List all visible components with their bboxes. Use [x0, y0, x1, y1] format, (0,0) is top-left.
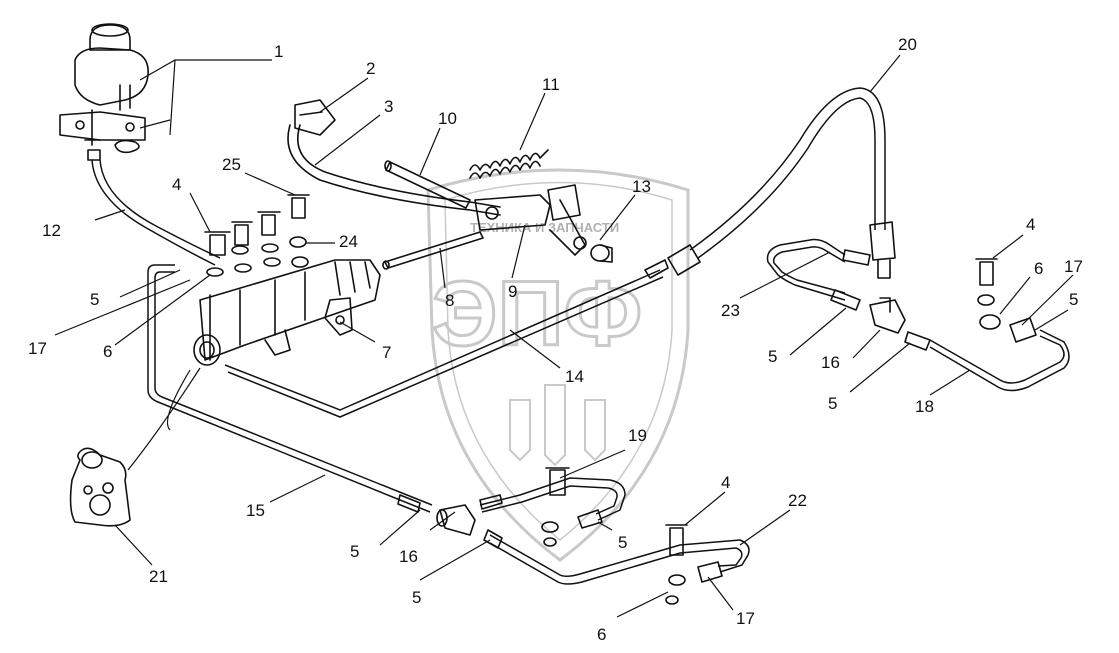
callout-6-left: 6 [103, 342, 112, 361]
callout-4-bottom: 4 [721, 473, 730, 492]
callout-19: 19 [628, 426, 647, 445]
callout-2: 2 [366, 59, 375, 78]
pipe-part-22 [483, 524, 750, 605]
bushing-part-13 [590, 244, 613, 263]
fittings-master-cylinder [204, 194, 310, 277]
pipe-part-23 [766, 238, 871, 311]
parts-bag-part-21 [69, 447, 131, 527]
pin-part-10 [384, 160, 471, 209]
callout-6-bottom: 6 [597, 625, 606, 644]
callout-8: 8 [445, 291, 454, 310]
pushrod-part-8 [382, 231, 484, 270]
callout-5-right-a: 5 [768, 347, 777, 366]
spring-part-11 [469, 149, 549, 179]
leader-lines [54, 54, 1074, 618]
callout-4-left: 4 [172, 175, 181, 194]
callout-18: 18 [915, 397, 934, 416]
hose-part-20 [667, 87, 896, 279]
callout-5-left: 5 [90, 290, 99, 309]
callout-5-lower-a: 5 [350, 542, 359, 561]
callout-12: 12 [42, 221, 61, 240]
callout-16-lower: 16 [399, 547, 418, 566]
hose-part-12 [91, 159, 221, 266]
clevis-part-9 [474, 184, 587, 256]
callout-7: 7 [382, 343, 391, 362]
callout-23: 23 [721, 301, 740, 320]
callout-25: 25 [222, 155, 241, 174]
callout-5-lower-c: 5 [618, 533, 627, 552]
pipe-part-18 [904, 258, 1070, 392]
pedal-part-2-3 [287, 99, 501, 216]
callout-5-right-b: 5 [828, 394, 837, 413]
callout-15: 15 [246, 501, 265, 520]
watermark-caption: ТЕХНИКА И ЗАПЧАСТИ [470, 220, 619, 235]
callout-6-right: 6 [1034, 259, 1043, 278]
callout-1: 1 [274, 42, 283, 61]
callout-16-upper: 16 [821, 353, 840, 372]
pipe-part-14 [224, 259, 669, 418]
master-cylinder-part-7 [193, 259, 381, 366]
callout-4-right: 4 [1026, 215, 1035, 234]
callout-21: 21 [149, 567, 168, 586]
callout-10: 10 [438, 109, 457, 128]
callout-13: 13 [632, 177, 651, 196]
tee-fitting-part-16-lower [436, 504, 476, 536]
callout-14: 14 [565, 367, 584, 386]
callout-3: 3 [384, 97, 393, 116]
callout-5-lower-b: 5 [412, 588, 421, 607]
callout-5-right-c: 5 [1069, 290, 1078, 309]
reservoir-part-1 [59, 23, 149, 161]
pipe-part-19 [479, 467, 626, 547]
callout-20: 20 [898, 35, 917, 54]
callout-17-right: 17 [1064, 257, 1083, 276]
callout-11: 11 [542, 75, 560, 94]
callout-17-left: 17 [28, 339, 47, 358]
watermark-logo-text: ЭПФ [432, 263, 642, 365]
callout-9: 9 [508, 282, 517, 301]
callout-labels: 1 2 3 4 4 4 5 5 5 5 5 5 5 6 6 6 7 8 9 10… [28, 35, 1083, 644]
tee-fitting-part-16-upper [869, 297, 906, 334]
callout-24: 24 [339, 232, 358, 251]
watermark-logo: ЭПФ ТЕХНИКА И ЗАПЧАСТИ [426, 168, 690, 562]
callout-22: 22 [788, 491, 807, 510]
callout-17-bottom: 17 [736, 609, 755, 628]
